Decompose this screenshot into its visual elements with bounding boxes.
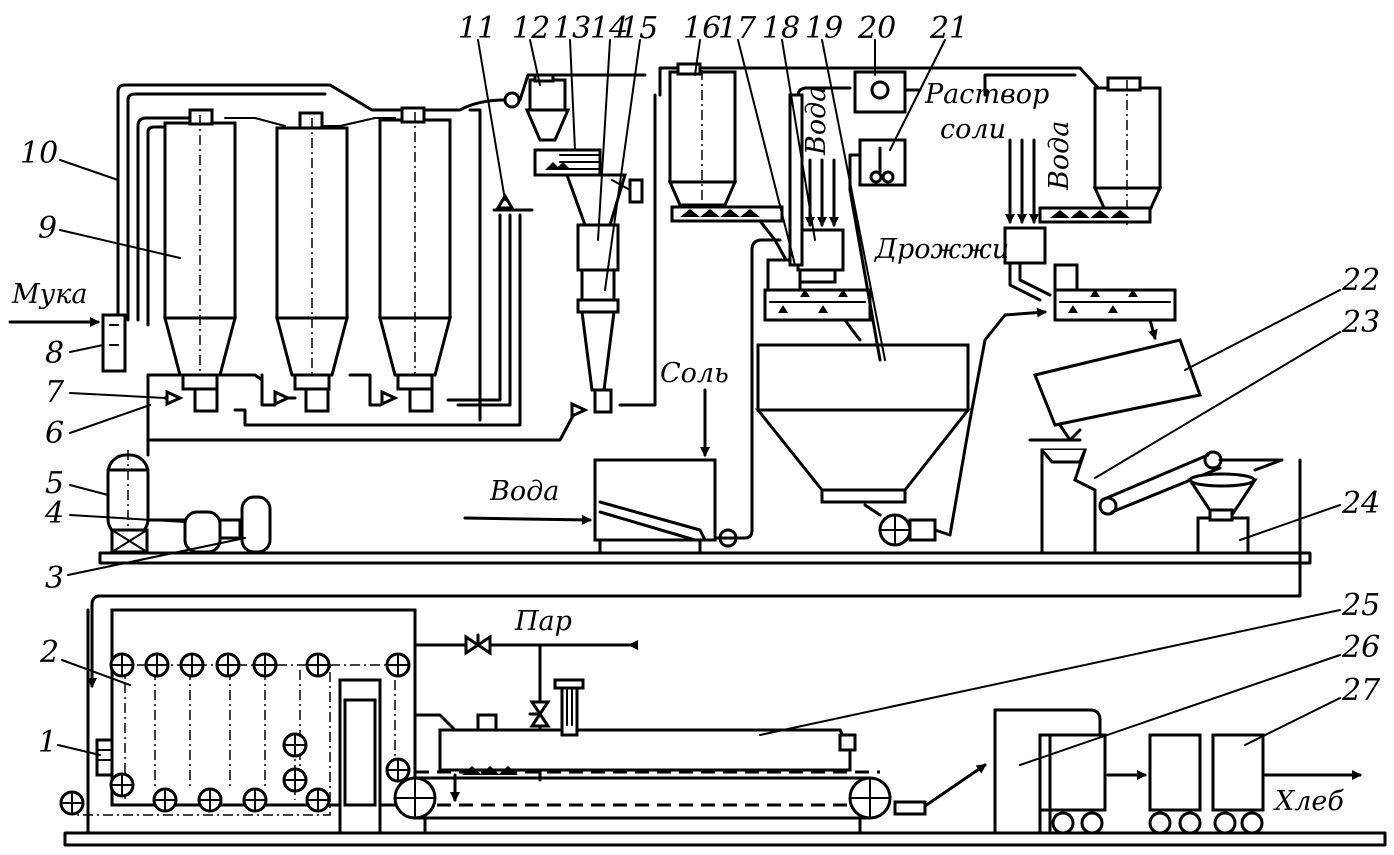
dough-divider-23 [1040, 448, 1284, 555]
flour-silo-2 [275, 111, 349, 413]
kneader-right [1053, 288, 1177, 340]
callout-23: 23 [1341, 305, 1380, 340]
dosing-right [983, 73, 1079, 302]
lower-floor [63, 831, 1387, 847]
water-label-left: Вода [801, 86, 832, 156]
silo-right [1038, 76, 1163, 225]
flour-silo-3 [378, 106, 452, 413]
callout-22: 22 [1341, 263, 1380, 298]
salt-solution-label-line2: соли [940, 114, 1006, 145]
callout-1: 1 [38, 725, 57, 760]
callout-26: 26 [1341, 630, 1380, 665]
callout-10: 10 [20, 136, 58, 171]
callout-21: 21 [929, 11, 968, 46]
callout-5: 5 [45, 466, 64, 501]
salt-solution-label-line1: Раствор [924, 79, 1049, 110]
bread-cart-3 [1211, 733, 1362, 835]
salt-label: Соль [660, 358, 729, 389]
silo-discharge-line [146, 108, 589, 442]
water-label-right: Вода [1044, 121, 1075, 191]
callout-20: 20 [857, 11, 896, 46]
callouts: 1 2 3 4 5 6 7 8 9 10 11 12 13 14 15 16 1 [20, 11, 1381, 766]
receiver-tank-5 [106, 438, 150, 554]
callout-6: 6 [45, 416, 64, 451]
callout-13: 13 [553, 11, 591, 46]
flour-receiver [101, 313, 127, 373]
salt-solution-tank-20 [853, 70, 922, 114]
callout-7: 7 [45, 375, 65, 410]
flow-labels: Мука Соль Вода Вода Вода Раствор соли Др… [8, 79, 1344, 817]
callout-25: 25 [1341, 588, 1380, 623]
yeast-tank-21 [848, 138, 907, 362]
baking-oven-25 [393, 678, 987, 835]
water-label-salt: Вода [489, 476, 559, 507]
bread-label: Хлеб [1273, 786, 1344, 817]
callout-4: 4 [44, 496, 64, 531]
dough-fermentation-tank-19 [754, 307, 1047, 547]
dough-trough-22 [1028, 338, 1203, 442]
steam-label: Пар [514, 606, 572, 637]
callout-2: 2 [39, 635, 59, 670]
pneumatic-pipelines [116, 66, 1102, 407]
compressor-4 [183, 495, 272, 554]
callout-9: 9 [38, 211, 57, 246]
bread-cart-1 [1048, 733, 1107, 835]
cyclone-14-15 [564, 173, 644, 414]
bread-cart-2 [1106, 733, 1202, 835]
kneader-left [763, 288, 872, 342]
rounder-24 [1187, 472, 1258, 555]
salt-dissolver [593, 238, 782, 555]
callout-24: 24 [1341, 486, 1380, 521]
yeast-label: Дрожжи [874, 234, 1009, 265]
callout-27: 27 [1341, 673, 1381, 708]
callout-11: 11 [458, 11, 496, 46]
flour-silo-1 [163, 108, 237, 413]
proofer-2 [59, 608, 417, 835]
callout-3: 3 [45, 561, 64, 596]
callout-8: 8 [45, 336, 64, 371]
callout-12: 12 [512, 11, 550, 46]
flour-label: Мука [11, 279, 88, 310]
cyclone-unloader-12 [503, 73, 571, 142]
upper-floor [98, 551, 1312, 565]
switch-valve-11 [492, 193, 534, 212]
callout-19: 19 [805, 11, 843, 46]
callout-16: 16 [683, 11, 721, 46]
callout-18: 18 [762, 11, 800, 46]
sifter-13 [533, 148, 602, 177]
transfer-line [87, 458, 1302, 688]
